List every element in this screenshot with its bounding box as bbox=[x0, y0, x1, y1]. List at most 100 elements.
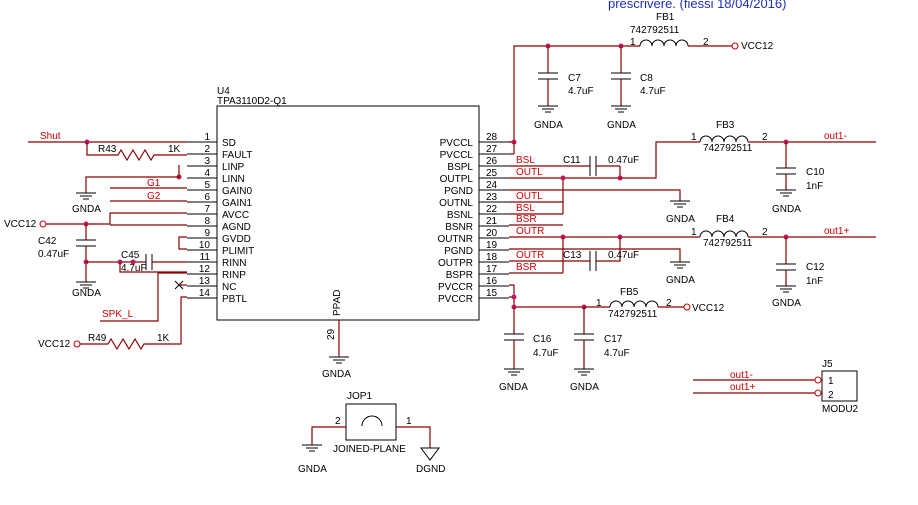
c10-value: 1nF bbox=[806, 181, 823, 192]
fb3-value: 742792511 bbox=[703, 143, 753, 154]
net-outr: OUTR bbox=[516, 226, 544, 237]
u4-right-pin-name: PVCCL bbox=[440, 150, 474, 161]
c45-ref: C45 bbox=[121, 250, 140, 261]
gnd-label: GNDA bbox=[666, 214, 695, 225]
u4-right-pin-name: BSPL bbox=[447, 162, 473, 173]
fb4-pin2: 2 bbox=[762, 227, 768, 238]
dgnd-label: DGND bbox=[416, 464, 445, 475]
c8-value: 4.7uF bbox=[640, 86, 666, 97]
fb4-pin1: 1 bbox=[691, 227, 697, 238]
net-shut: Shut bbox=[40, 131, 61, 142]
u4-left-pin-num: 2 bbox=[204, 144, 210, 155]
j5-pin2: 2 bbox=[828, 390, 834, 401]
fb3-ref: FB3 bbox=[716, 120, 735, 131]
r49-value: 1K bbox=[157, 333, 170, 344]
c11-value: 0.47uF bbox=[608, 155, 639, 166]
gnd-label: GNDA bbox=[570, 382, 599, 393]
c13-value: 0.47uF bbox=[608, 250, 639, 261]
net-vcc12: VCC12 bbox=[692, 303, 725, 314]
net-outl: OUTL bbox=[516, 191, 543, 202]
u4-right-pin-name: OUTNL bbox=[439, 198, 473, 209]
fb5-value: 742792511 bbox=[608, 309, 658, 320]
gnd-label: GNDA bbox=[534, 120, 563, 131]
u4-left-pin-name: LINN bbox=[222, 174, 245, 185]
fb4-ref: FB4 bbox=[716, 214, 735, 225]
c12-ref: C12 bbox=[806, 262, 825, 273]
net-g1: G1 bbox=[147, 178, 161, 189]
u4-right-pin-num: 19 bbox=[486, 240, 498, 251]
u4-left-pin-name: PLIMIT bbox=[222, 246, 254, 257]
r43-value: 1K bbox=[168, 144, 181, 155]
net-out1m: out1- bbox=[730, 370, 753, 381]
fb1-ref: FB1 bbox=[656, 12, 675, 23]
gnd-label: GNDA bbox=[772, 204, 801, 215]
jop1-ref: JOP1 bbox=[347, 391, 372, 402]
c42-value: 0.47uF bbox=[38, 249, 69, 260]
c13-ref: C13 bbox=[563, 250, 582, 261]
net-outl: OUTL bbox=[516, 167, 543, 178]
u4-left-pin-name: NC bbox=[222, 282, 236, 293]
gnd-label: GNDA bbox=[666, 275, 695, 286]
fb1-value: 742792511 bbox=[630, 25, 680, 36]
j5-part: MODU2 bbox=[822, 404, 859, 415]
u4-right-pin-num: 17 bbox=[486, 264, 498, 275]
fb5-pin2: 2 bbox=[666, 298, 672, 309]
c17-ref: C17 bbox=[604, 334, 623, 345]
c10-ref: C10 bbox=[806, 167, 825, 178]
u4-right-pin-name: BSPR bbox=[446, 270, 473, 281]
gnd-label: GNDA bbox=[72, 288, 101, 299]
c45-value: 4.7uF bbox=[121, 263, 147, 274]
u4-right-pin-num: 22 bbox=[486, 204, 498, 215]
u4-left-pin-num: 9 bbox=[204, 228, 210, 239]
fb5-ref: FB5 bbox=[620, 287, 639, 298]
jop1-jumper: JOP1 JOINED-PLANE 2 1 GNDA DGND bbox=[298, 391, 445, 475]
gnd-label: GNDA bbox=[772, 298, 801, 309]
c17-value: 4.7uF bbox=[604, 348, 630, 359]
u4-left-pin-num: 10 bbox=[199, 240, 211, 251]
u4-right-pin-name: PVCCL bbox=[440, 138, 474, 149]
u4-left-pin-name: AGND bbox=[222, 222, 251, 233]
u4-right-pin-num: 23 bbox=[486, 192, 498, 203]
u4-part: TPA3110D2-Q1 bbox=[217, 96, 287, 107]
u4-right-pin-name: BSNL bbox=[447, 210, 474, 221]
gnd-label: GNDA bbox=[607, 120, 636, 131]
u4-left-pin-name: PBTL bbox=[222, 294, 247, 305]
u4-right-pin-name: PVCCR bbox=[438, 294, 473, 305]
u4-right-pin-name: OUTPR bbox=[438, 258, 473, 269]
u4-ref: U4 bbox=[217, 86, 230, 97]
net-out1p: out1+ bbox=[730, 382, 755, 393]
u4-left-pin-num: 13 bbox=[199, 276, 211, 287]
fb1-pin1: 1 bbox=[630, 37, 636, 48]
gnd-label: GNDA bbox=[298, 464, 327, 475]
j5-ref: J5 bbox=[822, 359, 833, 370]
gnd-label: GNDA bbox=[322, 369, 351, 380]
gnd-label: GNDA bbox=[72, 204, 101, 215]
u4-left-pin-name: RINN bbox=[222, 258, 246, 269]
net-spk: SPK_L bbox=[102, 309, 134, 320]
u4-right-pin-name: PGND bbox=[444, 186, 473, 197]
net-bsr: BSR bbox=[516, 262, 537, 273]
c11-ref: C11 bbox=[563, 155, 581, 166]
fb5-pin1: 1 bbox=[596, 298, 602, 309]
u4-right-pin-name: PVCCR bbox=[438, 282, 473, 293]
u4-left-pin-num: 4 bbox=[204, 168, 210, 179]
u4-right-pin-name: OUTNR bbox=[437, 234, 473, 245]
net-vcc12: VCC12 bbox=[4, 219, 37, 230]
c8-ref: C8 bbox=[640, 73, 653, 84]
net-vcc12: VCC12 bbox=[38, 339, 71, 350]
u4-right-pin-num: 25 bbox=[486, 168, 498, 179]
u4-right-pin-num: 21 bbox=[486, 216, 498, 227]
u4-right-pin-num: 15 bbox=[486, 288, 498, 299]
j5-pin1: 1 bbox=[828, 376, 834, 387]
c16-ref: C16 bbox=[533, 334, 552, 345]
u4-left-pin-name: RINP bbox=[222, 270, 246, 281]
u4-left-pin-name: LINP bbox=[222, 162, 245, 173]
net-bsl: BSL bbox=[516, 203, 535, 214]
net-vcc12: VCC12 bbox=[741, 41, 774, 52]
u4-left-pin-num: 14 bbox=[199, 288, 211, 299]
u4-left-pin-num: 3 bbox=[204, 156, 210, 167]
u4-left-pin-num: 11 bbox=[200, 252, 211, 263]
u4-left-pin-name: AVCC bbox=[222, 210, 249, 221]
u4-right-pin-num: 28 bbox=[486, 132, 498, 143]
u4-right-pin-name: PGND bbox=[444, 246, 473, 257]
